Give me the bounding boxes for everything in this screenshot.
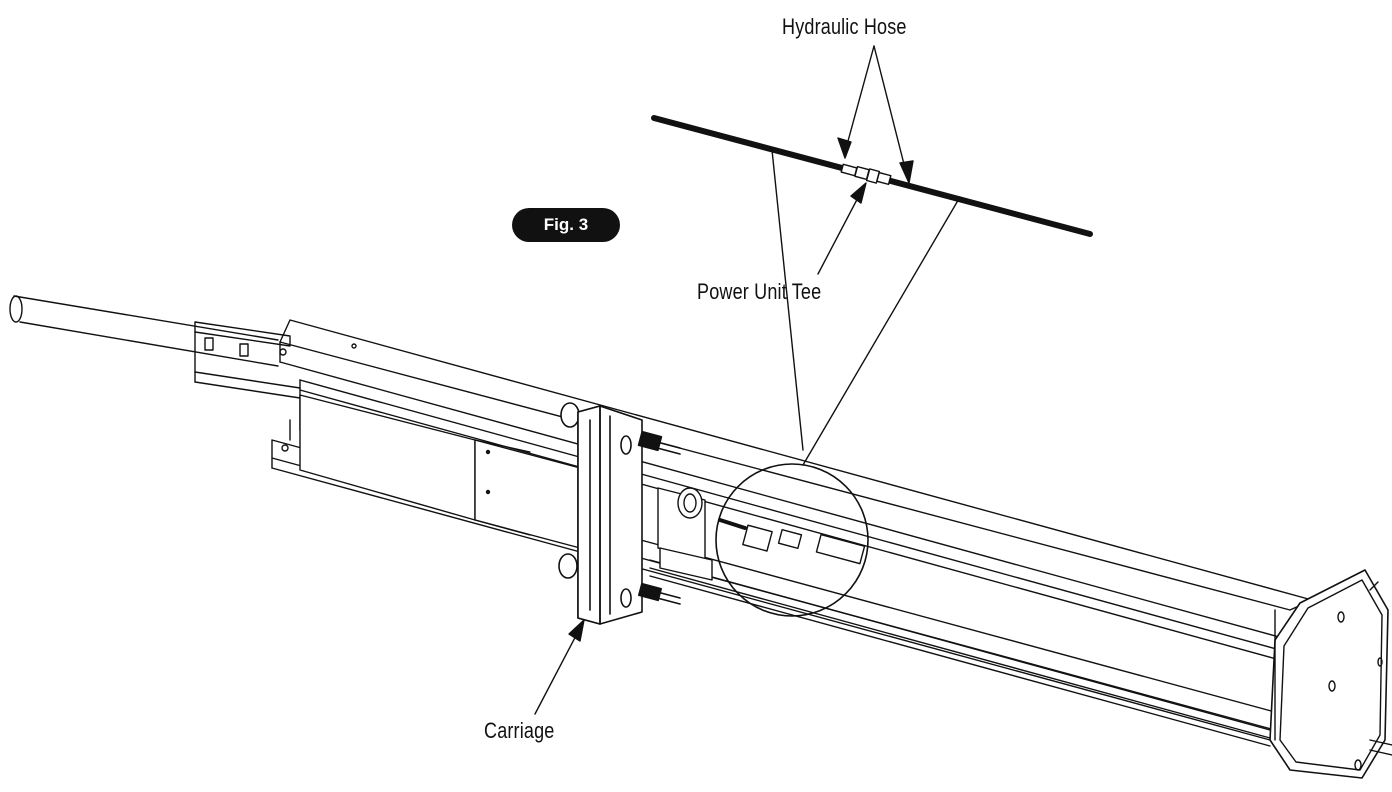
hydraulic-hose-label: Hydraulic Hose xyxy=(782,14,907,39)
detail-leader-lines xyxy=(771,149,961,466)
figure-badge: Fig. 3 xyxy=(512,208,620,242)
carriage-label: Carriage xyxy=(484,718,555,743)
frame-rail xyxy=(9,295,1392,779)
carriage-part xyxy=(558,402,681,625)
carriage-arrow xyxy=(534,619,585,715)
hydraulic-hose-arrows xyxy=(837,45,914,184)
detail-circle xyxy=(715,463,869,617)
internal-components xyxy=(657,487,866,581)
detail-hose-view xyxy=(651,115,1093,237)
detail-tee-fitting xyxy=(840,163,892,186)
power-unit-tee-label: Power Unit Tee xyxy=(697,279,822,304)
power-unit-tee-arrow xyxy=(817,182,867,275)
